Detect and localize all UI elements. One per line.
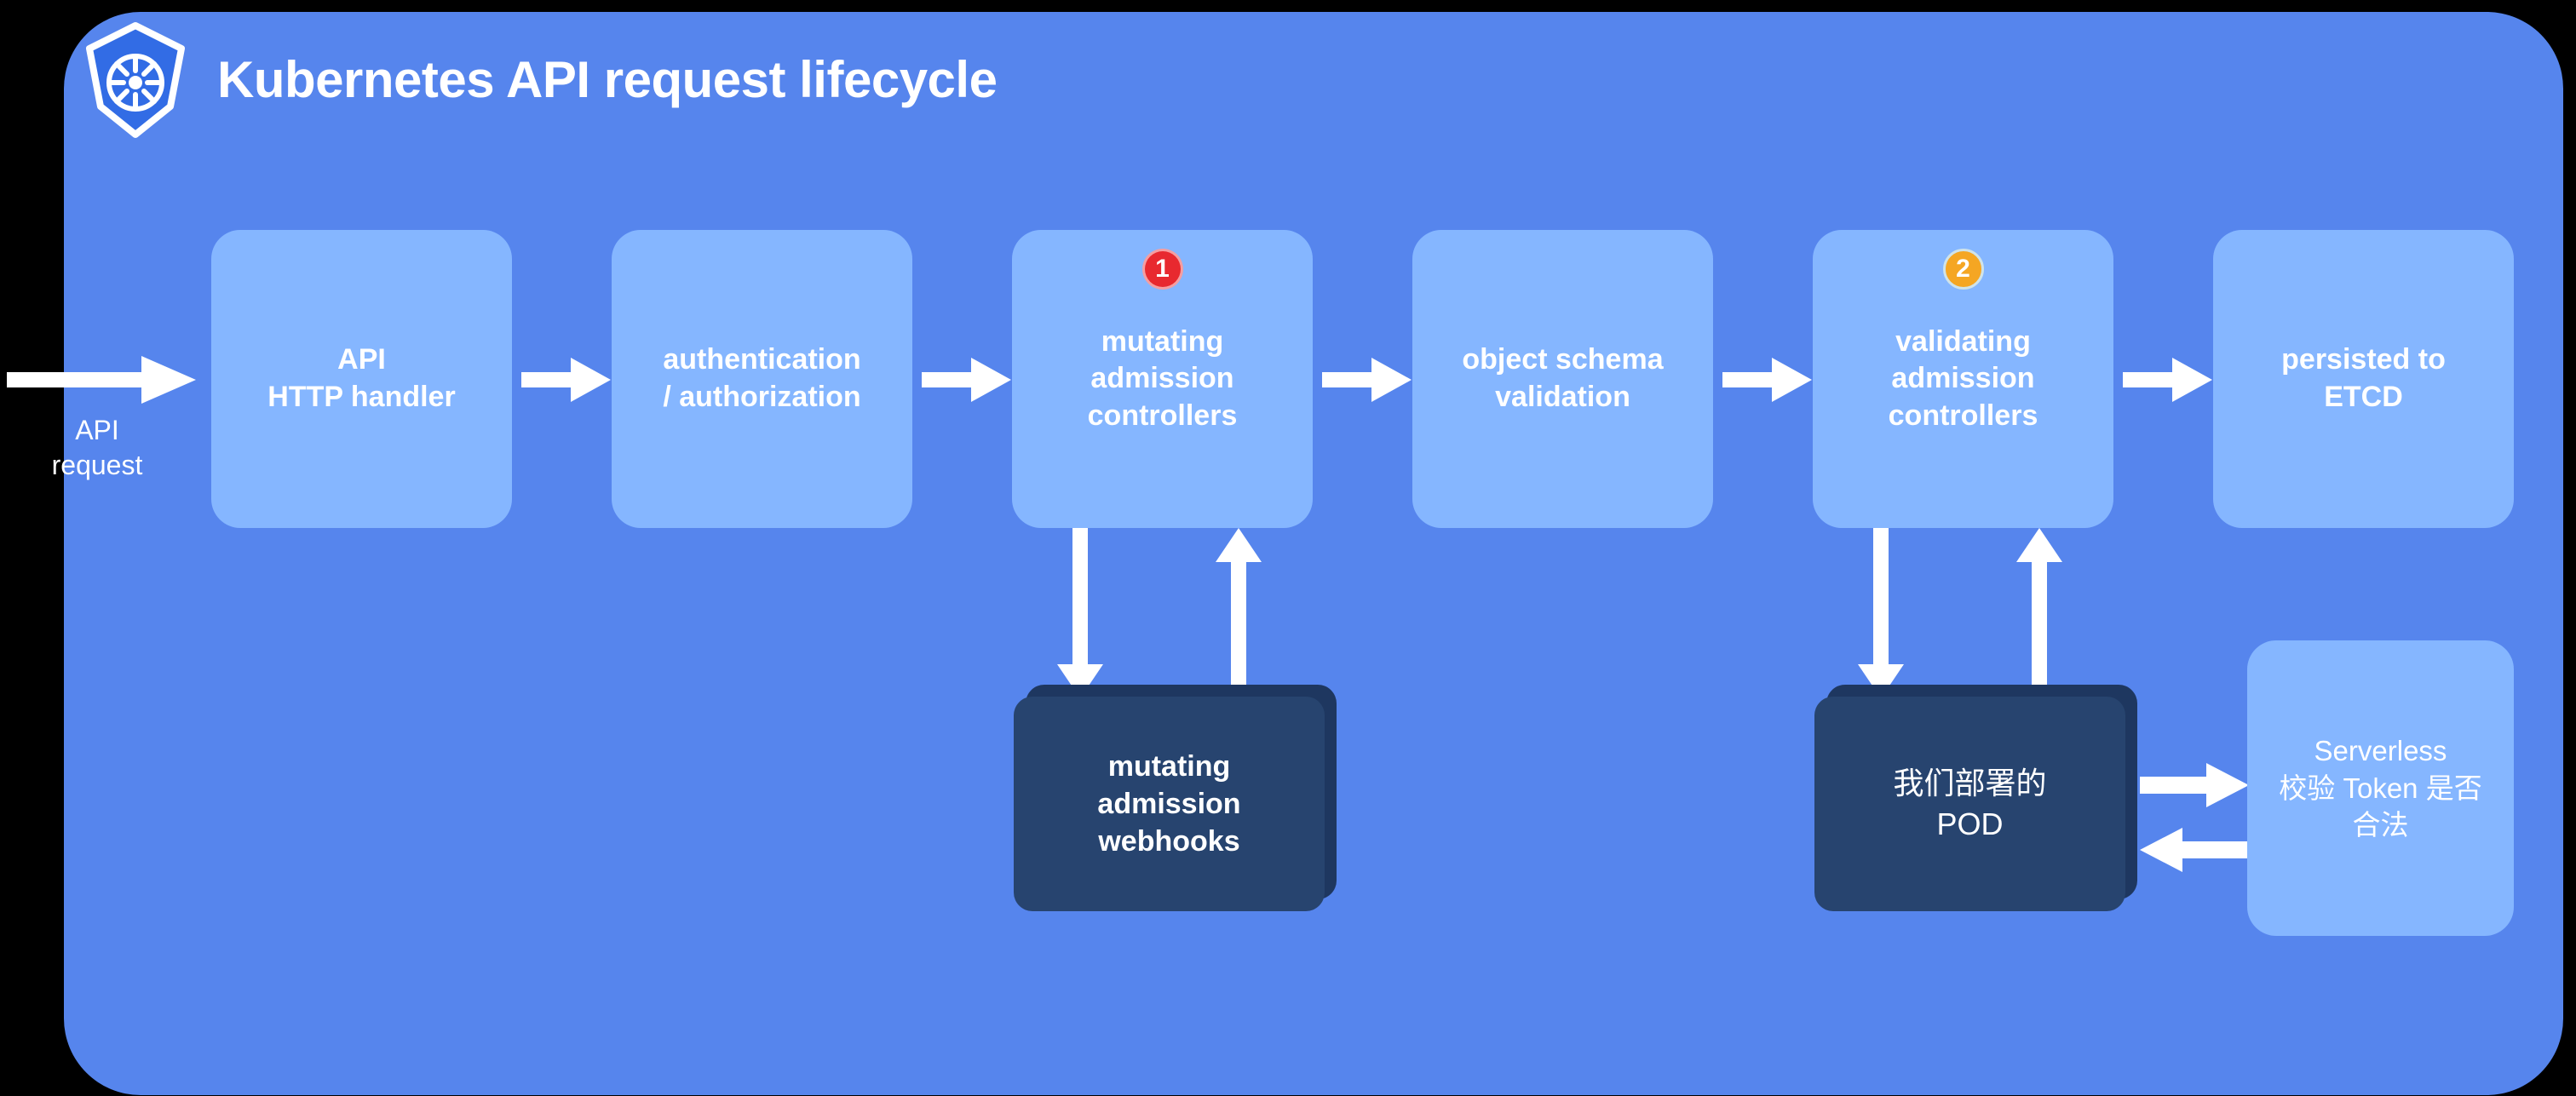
arrow-serverless-to-pod-icon (2140, 828, 2249, 872)
arrow-pod-to-serverless-icon (2140, 763, 2249, 807)
stage-box-api-http-handler[interactable]: API HTTP handler (211, 230, 512, 528)
arrow-down-to-pod-icon (1855, 528, 1906, 698)
arrow-up-from-pod-icon (2014, 528, 2065, 698)
card-front-layer: mutating admission webhooks (1014, 697, 1325, 911)
stage-arrow-2-icon (922, 358, 1011, 402)
blue-panel (64, 12, 2563, 1095)
kubernetes-logo-icon (81, 21, 190, 139)
step-badge-2: 2 (1942, 249, 1984, 290)
card-our-deployed-pod[interactable]: 我们部署的 POD (1814, 685, 2137, 911)
stage-box-object-schema-validation[interactable]: object schema validation (1412, 230, 1713, 528)
stage-arrow-1-icon (521, 358, 611, 402)
arrow-down-to-mutating-webhooks-icon (1055, 528, 1106, 698)
stage-label: API HTTP handler (267, 343, 456, 413)
stage-label: object schema validation (1462, 343, 1664, 413)
card-front-layer: 我们部署的 POD (1814, 697, 2125, 911)
stage-box-serverless-token-validation[interactable]: Serverless 校验 Token 是否 合法 (2247, 640, 2514, 936)
card-mutating-admission-webhooks[interactable]: mutating admission webhooks (1014, 685, 1337, 911)
card-label: mutating admission webhooks (1097, 749, 1241, 858)
page-title: Kubernetes API request lifecycle (217, 51, 998, 108)
entry-label: API request (51, 415, 143, 480)
card-label: 我们部署的 POD (1893, 765, 2047, 841)
stage-arrow-4-icon (1722, 358, 1812, 402)
stage-label: validating admission controllers (1888, 324, 2038, 432)
entry-arrow-right-icon (7, 356, 196, 404)
stage-box-authentication-authorization[interactable]: authentication / authorization (612, 230, 912, 528)
header: Kubernetes API request lifecycle (81, 21, 998, 139)
stage-box-persisted-to-etcd[interactable]: persisted to ETCD (2213, 230, 2514, 528)
arrow-up-from-mutating-webhooks-icon (1213, 528, 1264, 698)
stage-label: persisted to ETCD (2281, 343, 2446, 413)
stage-label: mutating admission controllers (1087, 324, 1238, 432)
stage-box-mutating-admission-controllers[interactable]: 1 mutating admission controllers (1012, 230, 1313, 528)
stage-arrow-3-icon (1322, 358, 1412, 402)
stage-label: authentication / authorization (663, 343, 861, 413)
stage-box-validating-admission-controllers[interactable]: 2 validating admission controllers (1813, 230, 2113, 528)
stage-label: Serverless 校验 Token 是否 合法 (2279, 735, 2482, 841)
step-badge-1: 1 (1141, 249, 1183, 290)
stage-arrow-5-icon (2123, 358, 2212, 402)
